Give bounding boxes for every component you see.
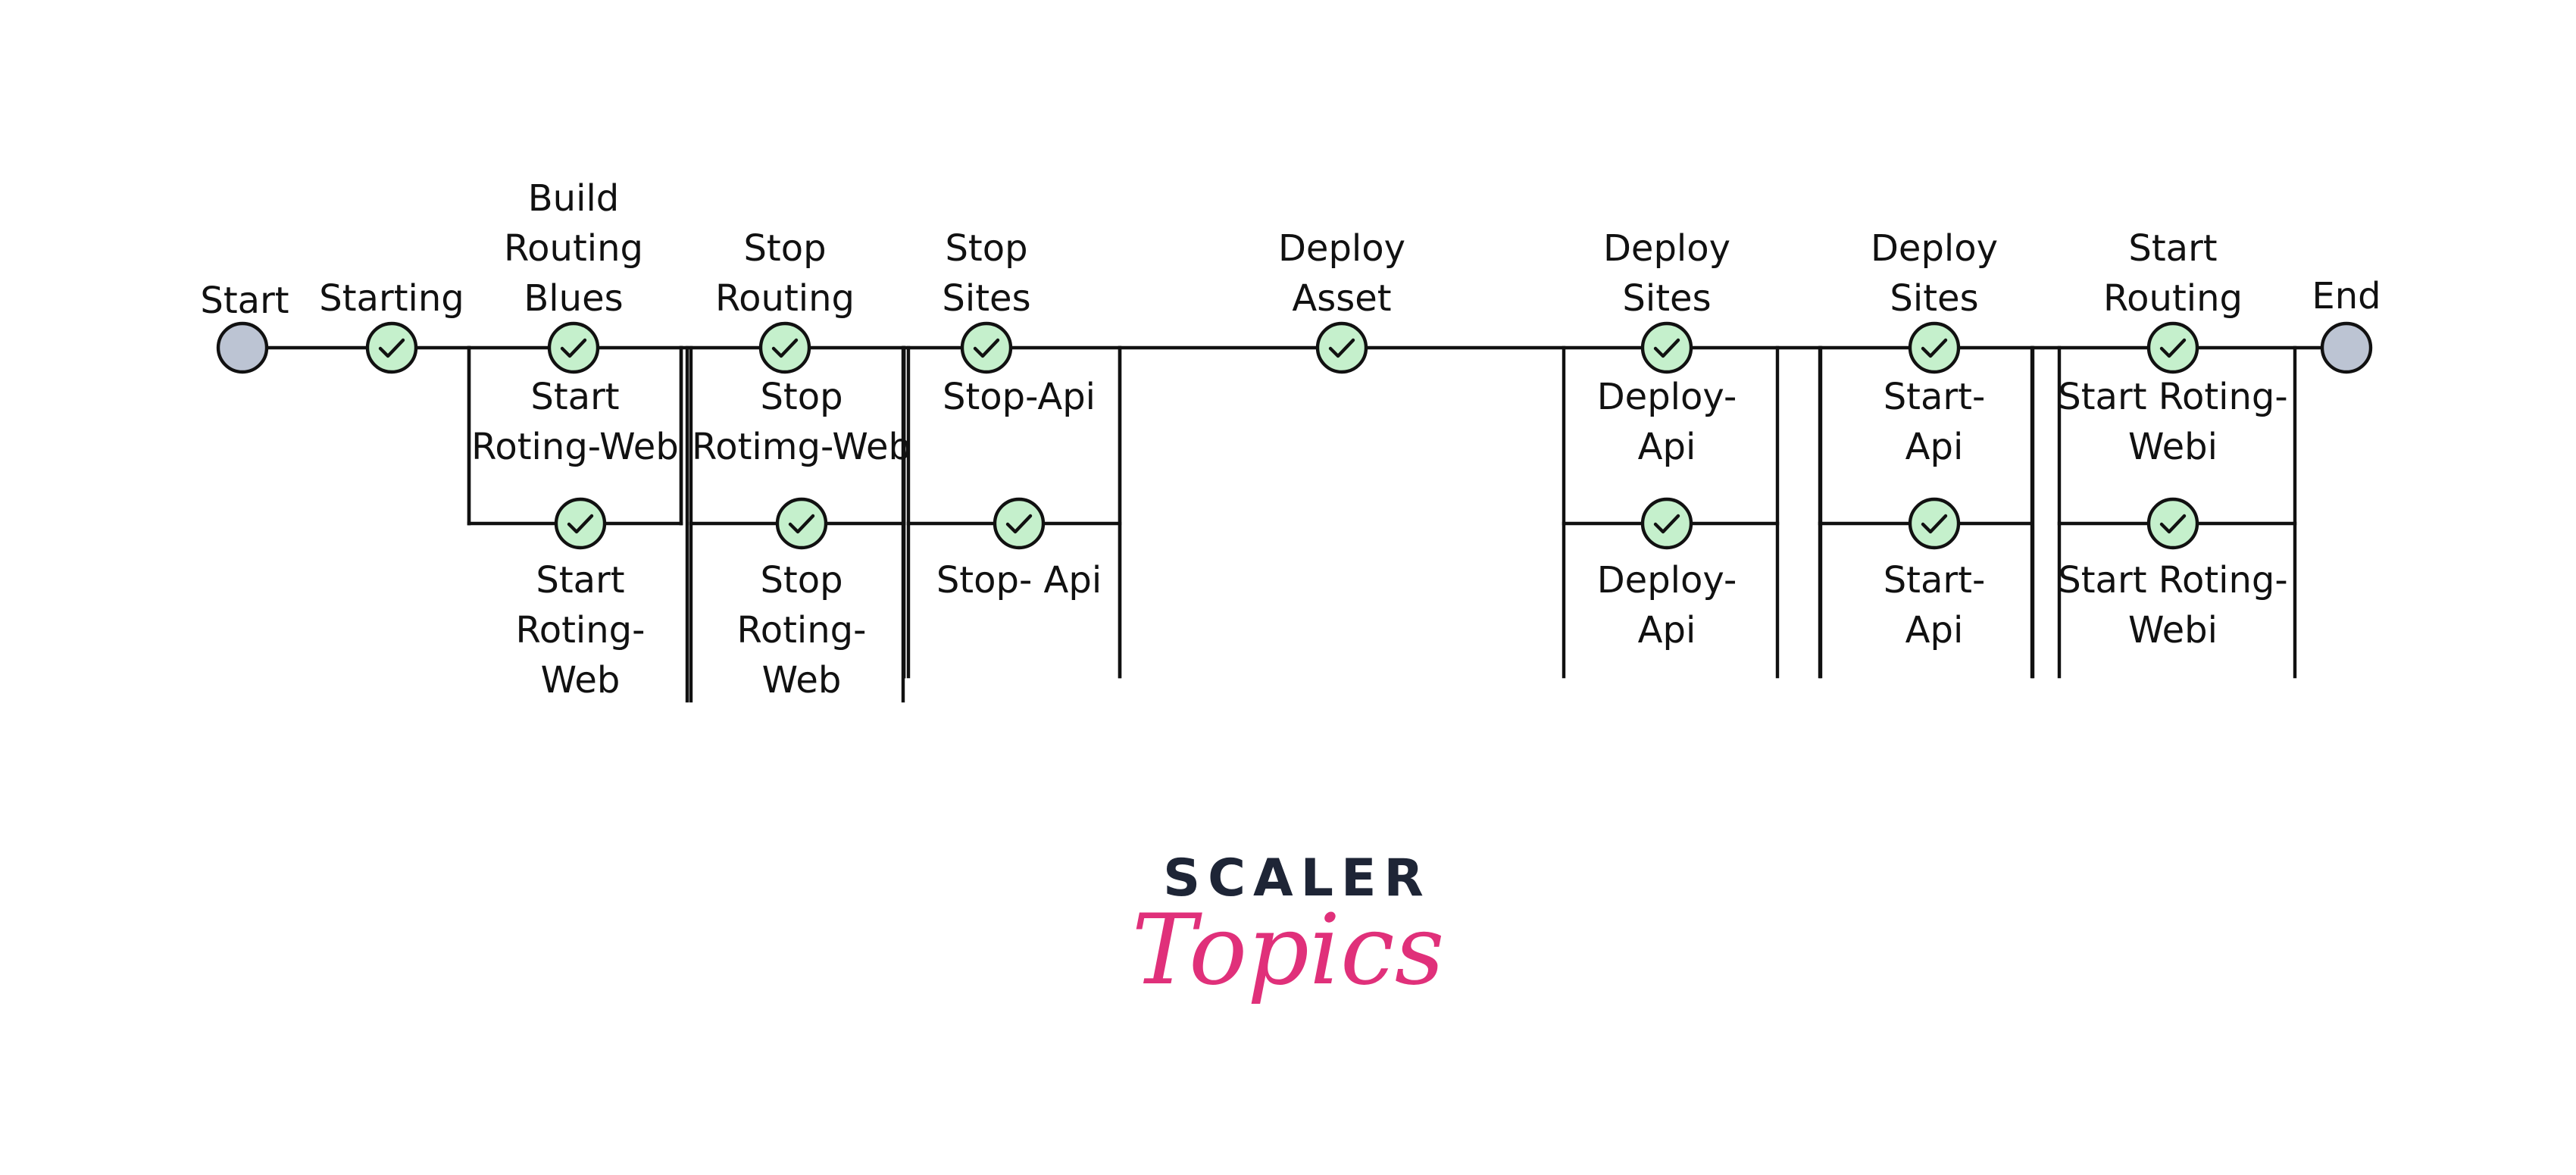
job-label: Start bbox=[536, 559, 624, 602]
check-icon bbox=[1653, 338, 1680, 358]
job-label: Webi bbox=[2128, 426, 2218, 468]
step-circle bbox=[2146, 497, 2199, 550]
check-icon bbox=[1653, 514, 1680, 534]
stage-stop-sites-status bbox=[960, 321, 1013, 374]
stage-title: Sites bbox=[1890, 277, 1978, 320]
job-label: Stop bbox=[760, 559, 843, 602]
stage-title: Start bbox=[2128, 227, 2217, 270]
step-circle bbox=[1640, 321, 1693, 374]
stage-title: Stop bbox=[743, 227, 826, 270]
stage-title: Asset bbox=[1292, 277, 1391, 320]
end-label: End bbox=[2312, 275, 2381, 317]
stage-deploy-sites-1-status bbox=[1640, 321, 1693, 374]
stage-starting-status bbox=[365, 321, 418, 374]
stage-title: Build bbox=[528, 177, 620, 220]
stage-build-routing-blues-status bbox=[547, 321, 600, 374]
check-icon bbox=[378, 338, 405, 358]
step-circle bbox=[554, 497, 607, 550]
job-label: Start Roting- bbox=[2058, 376, 2287, 418]
job-label: Deploy- bbox=[1597, 376, 1737, 418]
stage-title: Routing bbox=[715, 277, 855, 320]
check-icon bbox=[1921, 338, 1948, 358]
job-label: Api bbox=[1905, 609, 1964, 652]
connector-lines bbox=[240, 345, 2349, 703]
step-circle bbox=[960, 321, 1013, 374]
job-label: Stop-Api bbox=[943, 376, 1096, 418]
step-circle bbox=[1640, 497, 1693, 550]
stage-title: Deploy bbox=[1278, 227, 1405, 270]
scaler-topics-logo: SCALER Topics bbox=[1132, 848, 1445, 1007]
job-deploy-sites-2-status bbox=[1908, 497, 1961, 550]
job-label: Deploy- bbox=[1597, 559, 1737, 602]
step-circle bbox=[365, 321, 418, 374]
check-icon bbox=[2159, 514, 2187, 534]
check-icon bbox=[788, 514, 815, 534]
end-node bbox=[2320, 321, 2373, 374]
brand-word-scaler: SCALER bbox=[1163, 848, 1431, 908]
step-circle bbox=[993, 497, 1046, 550]
job-build-routing-blues-status bbox=[554, 497, 607, 550]
job-deploy-sites-1-status bbox=[1640, 497, 1693, 550]
job-label: Api bbox=[1638, 426, 1696, 468]
stage-title: Deploy bbox=[1603, 227, 1730, 270]
stage-title: Stop bbox=[945, 227, 1027, 270]
job-label: Web bbox=[541, 659, 621, 702]
stage-deploy-asset-status bbox=[1315, 321, 1368, 374]
job-label: Stop- Api bbox=[936, 559, 1102, 602]
job-label: Start- bbox=[1884, 559, 1986, 602]
job-label: Api bbox=[1905, 426, 1964, 468]
check-icon bbox=[1921, 514, 1948, 534]
job-label: Web bbox=[762, 659, 842, 702]
check-icon bbox=[567, 514, 594, 534]
job-stop-sites-status bbox=[993, 497, 1046, 550]
step-circle bbox=[775, 497, 828, 550]
step-circle bbox=[1315, 321, 1368, 374]
job-label: Roting-Web bbox=[471, 426, 679, 468]
start-label: Start bbox=[200, 280, 289, 322]
stage-title: Sites bbox=[1622, 277, 1711, 320]
stage-title: Blues bbox=[524, 277, 623, 320]
check-icon bbox=[560, 338, 587, 358]
start-node bbox=[216, 321, 269, 374]
job-label: Webi bbox=[2128, 609, 2218, 652]
job-label: Api bbox=[1638, 609, 1696, 652]
job-label: Stop bbox=[760, 376, 843, 418]
job-label: Start Roting- bbox=[2058, 559, 2287, 602]
check-icon bbox=[771, 338, 799, 358]
pipeline-nodes bbox=[216, 321, 2373, 550]
job-label: Start bbox=[530, 376, 619, 418]
check-icon bbox=[973, 338, 1000, 358]
check-icon bbox=[2159, 338, 2187, 358]
brand-word-topics: Topics bbox=[1132, 894, 1445, 1007]
stage-title: Deploy bbox=[1871, 227, 1998, 270]
stage-title: Routing bbox=[504, 227, 643, 270]
check-icon bbox=[1328, 338, 1355, 358]
job-stop-routing-status bbox=[775, 497, 828, 550]
stage-title: Routing bbox=[2103, 277, 2243, 320]
step-circle bbox=[1908, 321, 1961, 374]
check-icon bbox=[1005, 514, 1033, 534]
step-circle bbox=[1908, 497, 1961, 550]
job-start-routing-status bbox=[2146, 497, 2199, 550]
stage-stop-routing-status bbox=[758, 321, 811, 374]
stage-title: Starting bbox=[319, 277, 464, 320]
stage-title: Sites bbox=[942, 277, 1030, 320]
step-circle bbox=[547, 321, 600, 374]
job-label: Roting- bbox=[737, 609, 867, 652]
job-label: Roting- bbox=[516, 609, 646, 652]
stage-start-routing-status bbox=[2146, 321, 2199, 374]
step-circle bbox=[758, 321, 811, 374]
job-label: Rotimg-Web bbox=[692, 426, 911, 468]
stage-deploy-sites-2-status bbox=[1908, 321, 1961, 374]
step-circle bbox=[2146, 321, 2199, 374]
job-label: Start- bbox=[1884, 376, 1986, 418]
